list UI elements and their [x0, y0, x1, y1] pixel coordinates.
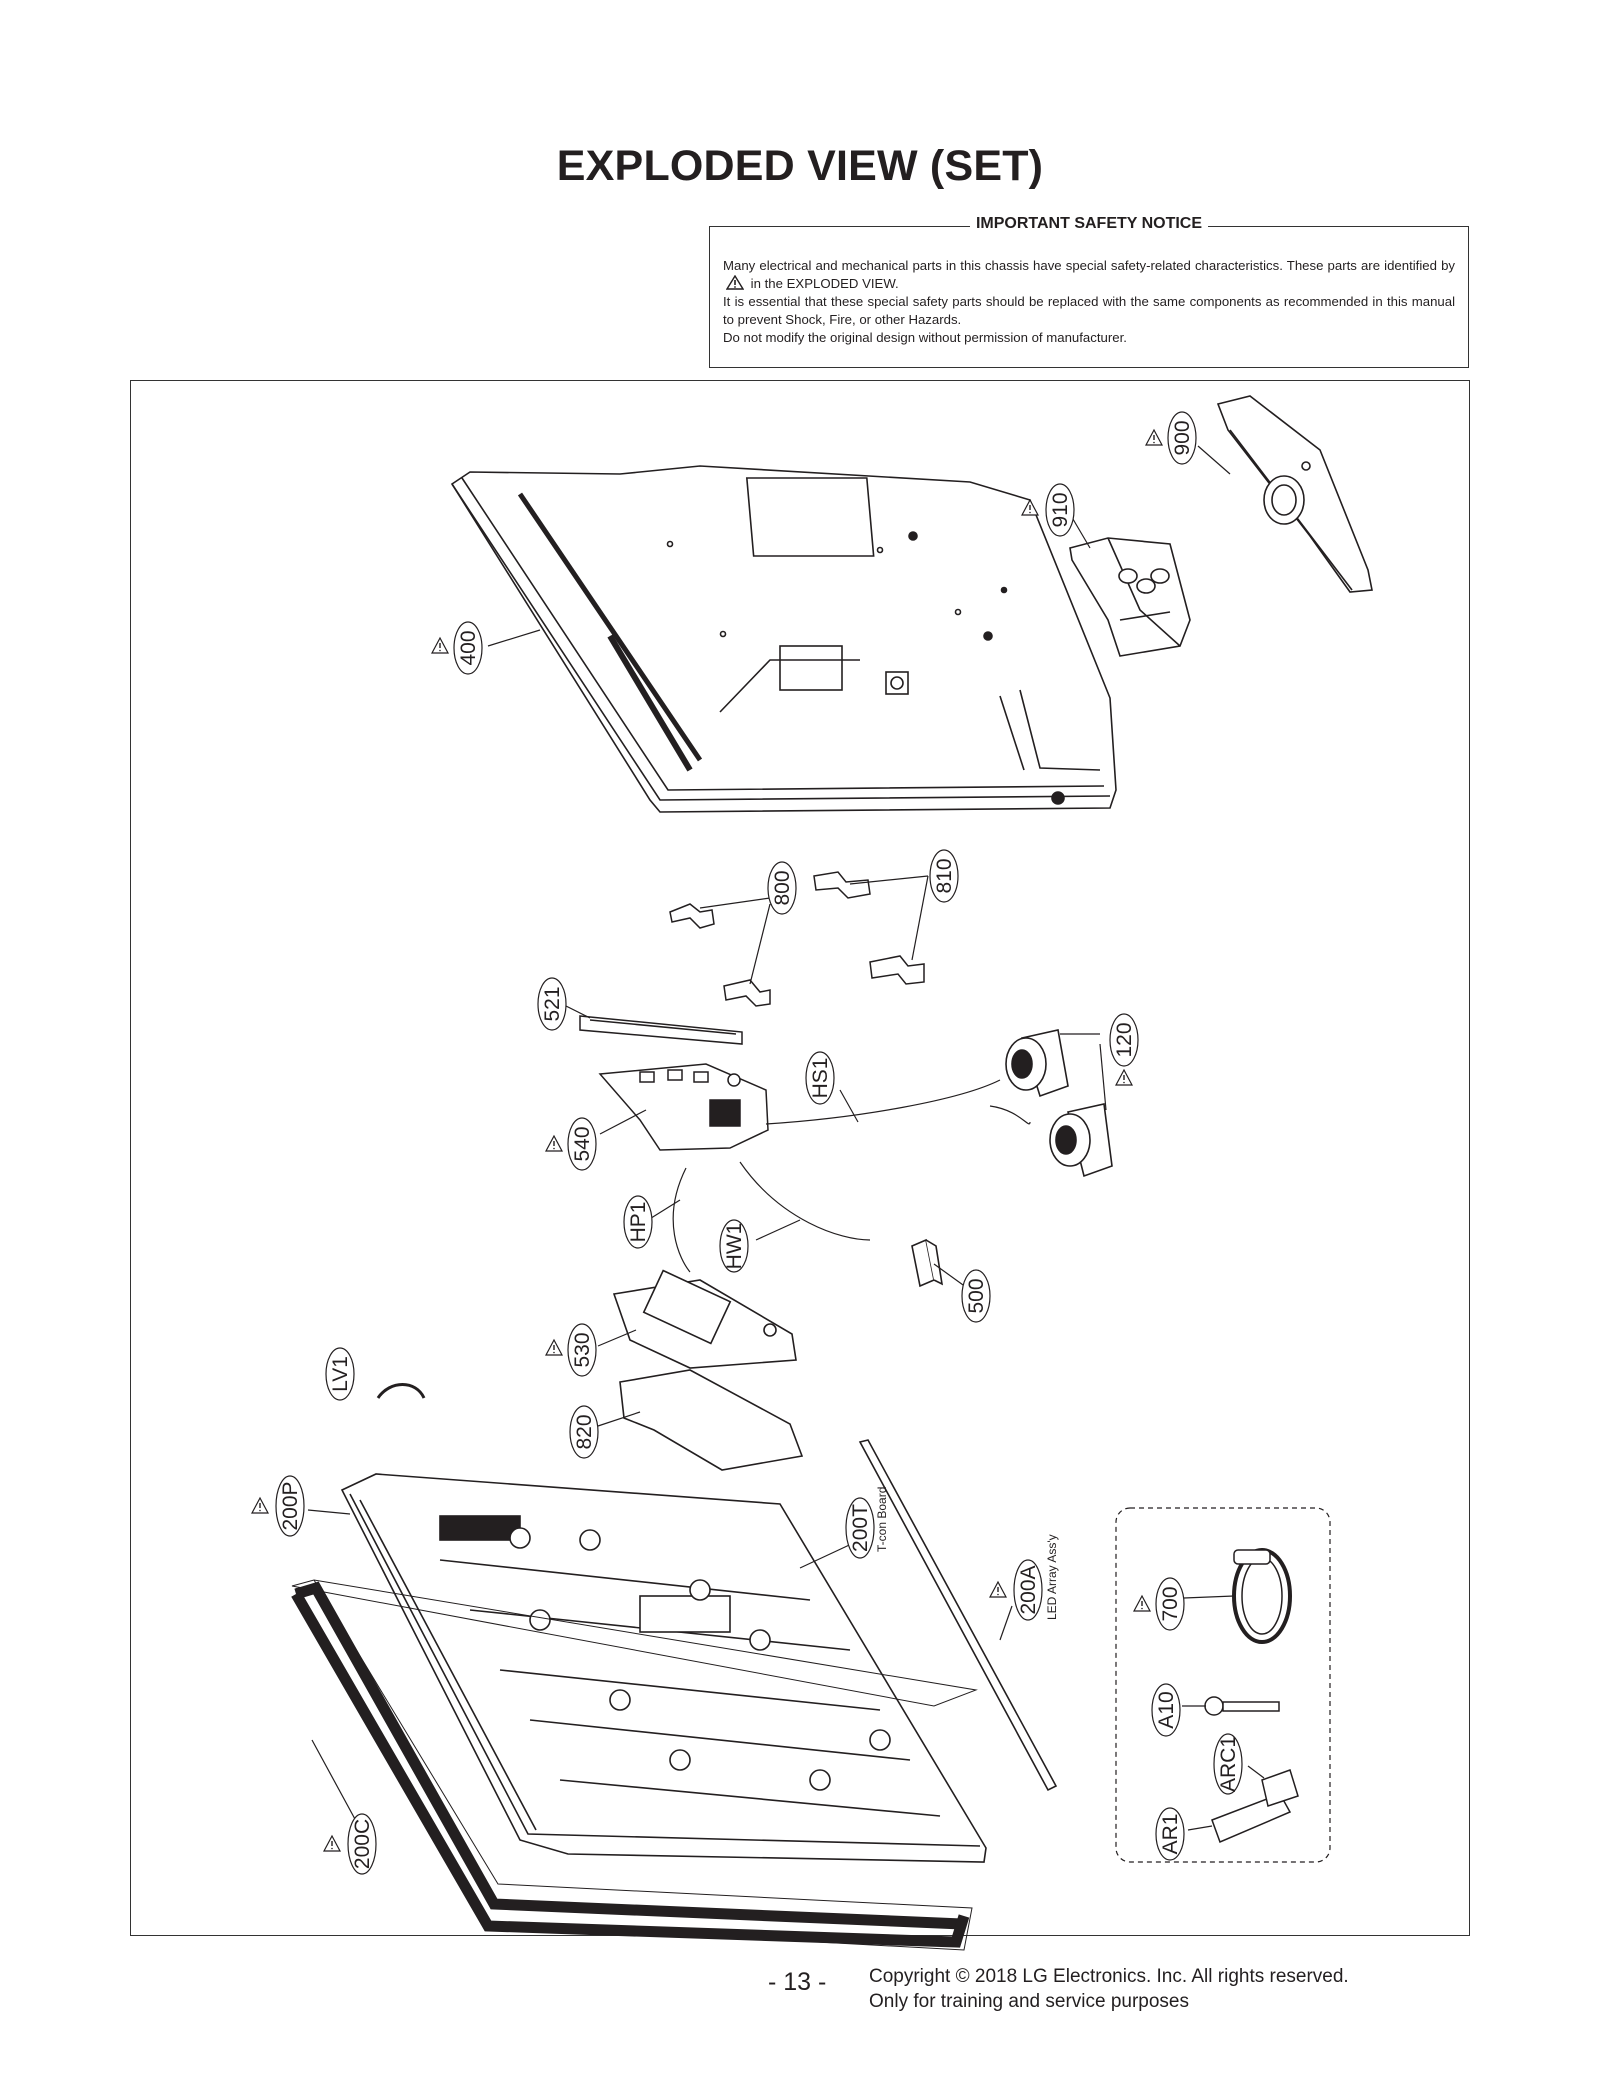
- warning-triangle-icon: [1115, 1069, 1133, 1086]
- warning-triangle-icon: [323, 1835, 341, 1852]
- svg-text:HW1: HW1: [723, 1223, 746, 1270]
- cable-clip-lv1: [376, 1383, 426, 1399]
- callout-hp1: HP1: [623, 1195, 653, 1249]
- svg-text:700: 700: [1159, 1586, 1182, 1621]
- safety-notice-title: IMPORTANT SAFETY NOTICE: [969, 215, 1209, 232]
- back-cover-part: [450, 465, 1117, 813]
- callout-200p: 200P: [275, 1475, 305, 1537]
- led-array-part: [858, 1439, 1058, 1792]
- insulator-sheet-part: [619, 1369, 804, 1471]
- callout-200t: 200T: [845, 1497, 875, 1559]
- warning-triangle-icon: [545, 1339, 563, 1356]
- callout-900: 900: [1167, 411, 1197, 465]
- svg-text:800: 800: [771, 870, 794, 905]
- svg-text:120: 120: [1113, 1022, 1136, 1057]
- speaker-parts: [1005, 1029, 1113, 1178]
- leader-lines: [307, 445, 1265, 1833]
- page-title: EXPLODED VIEW (SET): [556, 142, 1044, 190]
- accessory-parts: [1204, 1548, 1299, 1844]
- svg-text:200C: 200C: [351, 1819, 374, 1869]
- main-board-part: [598, 1063, 769, 1151]
- bracket-521-part: [579, 1015, 743, 1045]
- svg-text:200T: 200T: [849, 1504, 872, 1552]
- svg-text:521: 521: [541, 986, 564, 1021]
- callout-ar1: AR1: [1155, 1807, 1185, 1861]
- purpose-line: Only for training and service purposes: [869, 1991, 1189, 2012]
- front-frame-part: [291, 1579, 978, 1951]
- callout-200c: 200C: [347, 1813, 377, 1875]
- callout-400: 400: [453, 621, 483, 675]
- warning-triangle-icon: [989, 1581, 1007, 1598]
- callout-700: 700: [1155, 1577, 1185, 1631]
- callout-820: 820: [569, 1405, 599, 1459]
- callout-810: 810: [929, 849, 959, 903]
- callout-910: 910: [1045, 483, 1075, 537]
- warning-triangle-icon: [431, 637, 449, 654]
- callout-800: 800: [767, 861, 797, 915]
- notice-line-2: It is essential that these special safet…: [723, 294, 1455, 327]
- warning-triangle-icon: [726, 275, 744, 290]
- power-board-part: [612, 1269, 797, 1369]
- safety-notice-body: Many electrical and mechanical parts in …: [723, 257, 1455, 347]
- svg-text:900: 900: [1171, 420, 1194, 455]
- callout-hs1: HS1: [805, 1051, 835, 1105]
- svg-text:A10: A10: [1155, 1691, 1178, 1728]
- callout-a10: A10: [1151, 1683, 1181, 1737]
- footer-copyright: Copyright © 2018 LG Electronics. Inc. Al…: [869, 1964, 1349, 2014]
- svg-text:LV1: LV1: [329, 1356, 352, 1392]
- svg-text:HS1: HS1: [809, 1058, 832, 1099]
- callout-540: 540: [567, 1117, 597, 1171]
- notice-line-1b: in the EXPLODED VIEW.: [750, 276, 899, 291]
- cable-lines: [672, 1079, 1031, 1273]
- warning-triangle-icon: [251, 1497, 269, 1514]
- callout-hw1: HW1: [719, 1219, 749, 1273]
- bracket-parts: [669, 871, 925, 1007]
- callout-120: 120: [1109, 1013, 1139, 1067]
- svg-text:200A: 200A: [1017, 1565, 1040, 1614]
- svg-text:200P: 200P: [279, 1481, 302, 1530]
- svg-text:ARC1: ARC1: [1217, 1736, 1240, 1792]
- safety-notice-box: IMPORTANT SAFETY NOTICE Many electrical …: [709, 215, 1469, 368]
- svg-text:HP1: HP1: [627, 1202, 650, 1243]
- stand-base-part: [1216, 395, 1373, 593]
- callout-lv1: LV1: [325, 1347, 355, 1401]
- svg-text:910: 910: [1049, 492, 1072, 527]
- svg-text:530: 530: [571, 1332, 594, 1367]
- svg-text:500: 500: [965, 1278, 988, 1313]
- svg-text:400: 400: [457, 630, 480, 665]
- svg-text:820: 820: [573, 1414, 596, 1449]
- accessory-box: [1115, 1507, 1331, 1863]
- warning-triangle-icon: [1145, 429, 1163, 446]
- display-panel-part: [340, 1473, 987, 1863]
- callout-500: 500: [961, 1269, 991, 1323]
- svg-text:540: 540: [571, 1126, 594, 1161]
- page-number: - 13 -: [768, 1968, 827, 1996]
- led-array-label: LED Array Ass'y: [1045, 1534, 1059, 1620]
- callout-530: 530: [567, 1323, 597, 1377]
- svg-text:AR1: AR1: [1159, 1814, 1182, 1855]
- warning-triangle-icon: [545, 1135, 563, 1152]
- callout-200a: 200A: [1013, 1559, 1043, 1621]
- notice-line-3: Do not modify the original design withou…: [723, 330, 1127, 345]
- copyright-line: Copyright © 2018 LG Electronics. Inc. Al…: [869, 1966, 1349, 1987]
- notice-line-1a: Many electrical and mechanical parts in …: [723, 258, 1455, 273]
- warning-triangle-icon: [1133, 1595, 1151, 1612]
- callout-521: 521: [537, 977, 567, 1031]
- callout-arc1: ARC1: [1213, 1733, 1243, 1795]
- svg-text:810: 810: [933, 858, 956, 893]
- part-500: [911, 1238, 944, 1288]
- stand-body-part: [1069, 537, 1191, 657]
- tcon-board-label: T-con Board: [875, 1487, 889, 1552]
